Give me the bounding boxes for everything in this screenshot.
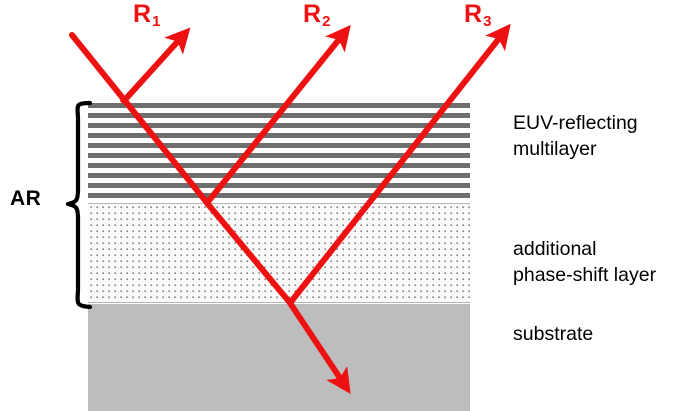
ray-label-r2-subscript: 2	[322, 13, 331, 30]
layer-label-multilayer-line2: multilayer	[513, 138, 597, 160]
layer-label-multilayer: EUV-reflecting multilayer	[513, 110, 638, 162]
ar-bracket	[65, 100, 92, 310]
layer-label-phase-shift-line2: phase-shift layer	[513, 264, 657, 286]
ray-label-r2-text: R	[303, 0, 322, 28]
ar-bracket-label: AR	[10, 187, 42, 210]
layer-label-multilayer-line1: EUV-reflecting	[513, 112, 638, 134]
ray-label-r1-subscript: 1	[152, 13, 161, 30]
layer-label-substrate-line1: substrate	[513, 323, 594, 345]
ray-label-r3-subscript: 3	[483, 13, 492, 30]
ray-label-r1-text: R	[133, 0, 152, 28]
ray-label-r2: R2	[303, 0, 331, 30]
ray-label-r3: R3	[464, 0, 492, 30]
layer-label-substrate: substrate	[513, 321, 593, 347]
layer-substrate	[88, 304, 470, 411]
layer-additional-phase-shift	[88, 203, 470, 303]
layer-euv-reflecting-multilayer	[88, 103, 470, 203]
ray-label-r1: R1	[133, 0, 161, 30]
layer-label-phase-shift-line1: additional	[513, 238, 597, 260]
ray-r1	[119, 27, 191, 106]
ray-label-r3-text: R	[464, 0, 483, 28]
layer-label-phase-shift: additional phase-shift layer	[513, 236, 656, 288]
